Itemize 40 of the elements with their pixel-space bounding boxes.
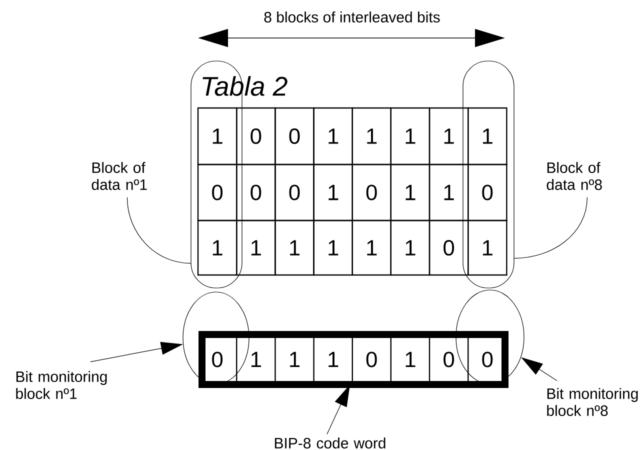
column-outline (462, 60, 514, 288)
table-cell: 0 (274, 107, 314, 166)
bit-cell: 1 (290, 335, 314, 384)
table-cell: 0 (236, 107, 276, 166)
table-cell: 1 (390, 164, 430, 222)
table-cell: 0 (197, 164, 238, 222)
table-cell: 1 (390, 220, 430, 276)
annotation-label: Block of data nº8 (546, 162, 602, 190)
annotation-label: BIP-8 code word (274, 437, 386, 448)
bit-cell: 1 (251, 335, 276, 384)
table-cell: 1 (428, 107, 469, 166)
table-cell: 1 (197, 107, 238, 166)
bit-cell: 1 (406, 335, 430, 384)
bit-cell: 0 (444, 335, 469, 384)
table-cell: 1 (313, 107, 353, 166)
table-cell: 1 (236, 220, 276, 276)
table-cell: 1 (468, 107, 508, 166)
table-cell: 1 (352, 107, 392, 166)
table-cell: 1 (197, 220, 238, 276)
table-cell: 0 (428, 220, 469, 276)
dimension-label: 8 blocks of interleaved bits (264, 12, 440, 22)
table-cell: 0 (236, 164, 276, 222)
annotation-label: Block of data nº1 (92, 162, 147, 190)
table-cell: 0 (352, 164, 392, 222)
table-cell: 1 (313, 164, 353, 222)
table-cell: 1 (468, 220, 508, 276)
code-word-frame (198, 331, 508, 388)
table-cell: 0 (274, 164, 314, 222)
table-cell: 1 (313, 220, 353, 276)
bit-cell: 0 (212, 335, 238, 384)
table-cell: 0 (468, 164, 508, 222)
bit-cell: 0 (482, 352, 493, 368)
table-cell: 1 (390, 107, 430, 166)
table-cell: 1 (428, 164, 469, 222)
annotation-label: Bit monitoring block nº8 (547, 388, 638, 416)
table-cell: 1 (274, 220, 314, 276)
bit-cell: 1 (328, 335, 353, 384)
bit-cell: 0 (366, 335, 392, 384)
table-cell: 1 (352, 220, 392, 276)
annotation-label: Bit monitoring block nº1 (16, 370, 107, 399)
